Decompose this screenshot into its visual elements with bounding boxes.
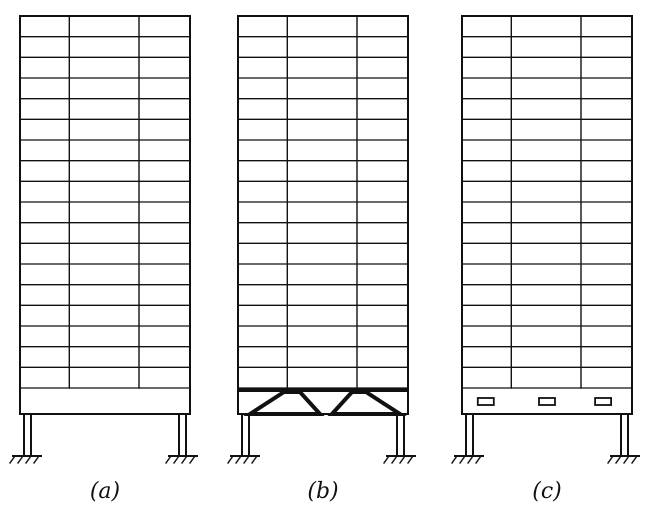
beam-opening-2 bbox=[538, 397, 556, 406]
panel-label-b: (b) bbox=[307, 479, 338, 504]
support-hatch bbox=[451, 455, 458, 464]
support-hatch bbox=[173, 455, 180, 464]
frame-panel-c: (c) bbox=[451, 15, 640, 504]
panel-label-c: (c) bbox=[532, 479, 562, 504]
support-hatch bbox=[407, 455, 414, 464]
support-hatch bbox=[33, 455, 40, 464]
support-hatch bbox=[467, 455, 474, 464]
support-hatch bbox=[235, 455, 242, 464]
support-hatch bbox=[399, 455, 406, 464]
support-hatch bbox=[607, 455, 614, 464]
support-hatch bbox=[251, 455, 258, 464]
beam-opening-3 bbox=[594, 397, 612, 406]
support-hatch bbox=[9, 455, 16, 464]
support-hatch bbox=[227, 455, 234, 464]
support-hatch bbox=[631, 455, 638, 464]
beam-opening-1 bbox=[476, 397, 495, 406]
support-hatch bbox=[391, 455, 398, 464]
support-hatch bbox=[165, 455, 172, 464]
support-hatch bbox=[181, 455, 188, 464]
support-hatch bbox=[475, 455, 482, 464]
support-hatch bbox=[383, 455, 390, 464]
support-hatch bbox=[17, 455, 24, 464]
truss-diagonal-right bbox=[327, 390, 407, 416]
frame-panel-b: (b) bbox=[227, 15, 416, 504]
transfer-top-chord bbox=[238, 388, 408, 392]
support-hatch bbox=[189, 455, 196, 464]
support-hatch bbox=[623, 455, 630, 464]
frame-panel-a: (a) bbox=[9, 15, 198, 504]
support-hatch bbox=[25, 455, 32, 464]
support-hatch bbox=[459, 455, 466, 464]
truss-diagonal-left bbox=[243, 390, 325, 416]
support-hatch bbox=[615, 455, 622, 464]
support-hatch bbox=[243, 455, 250, 464]
panel-label-a: (a) bbox=[90, 479, 120, 504]
